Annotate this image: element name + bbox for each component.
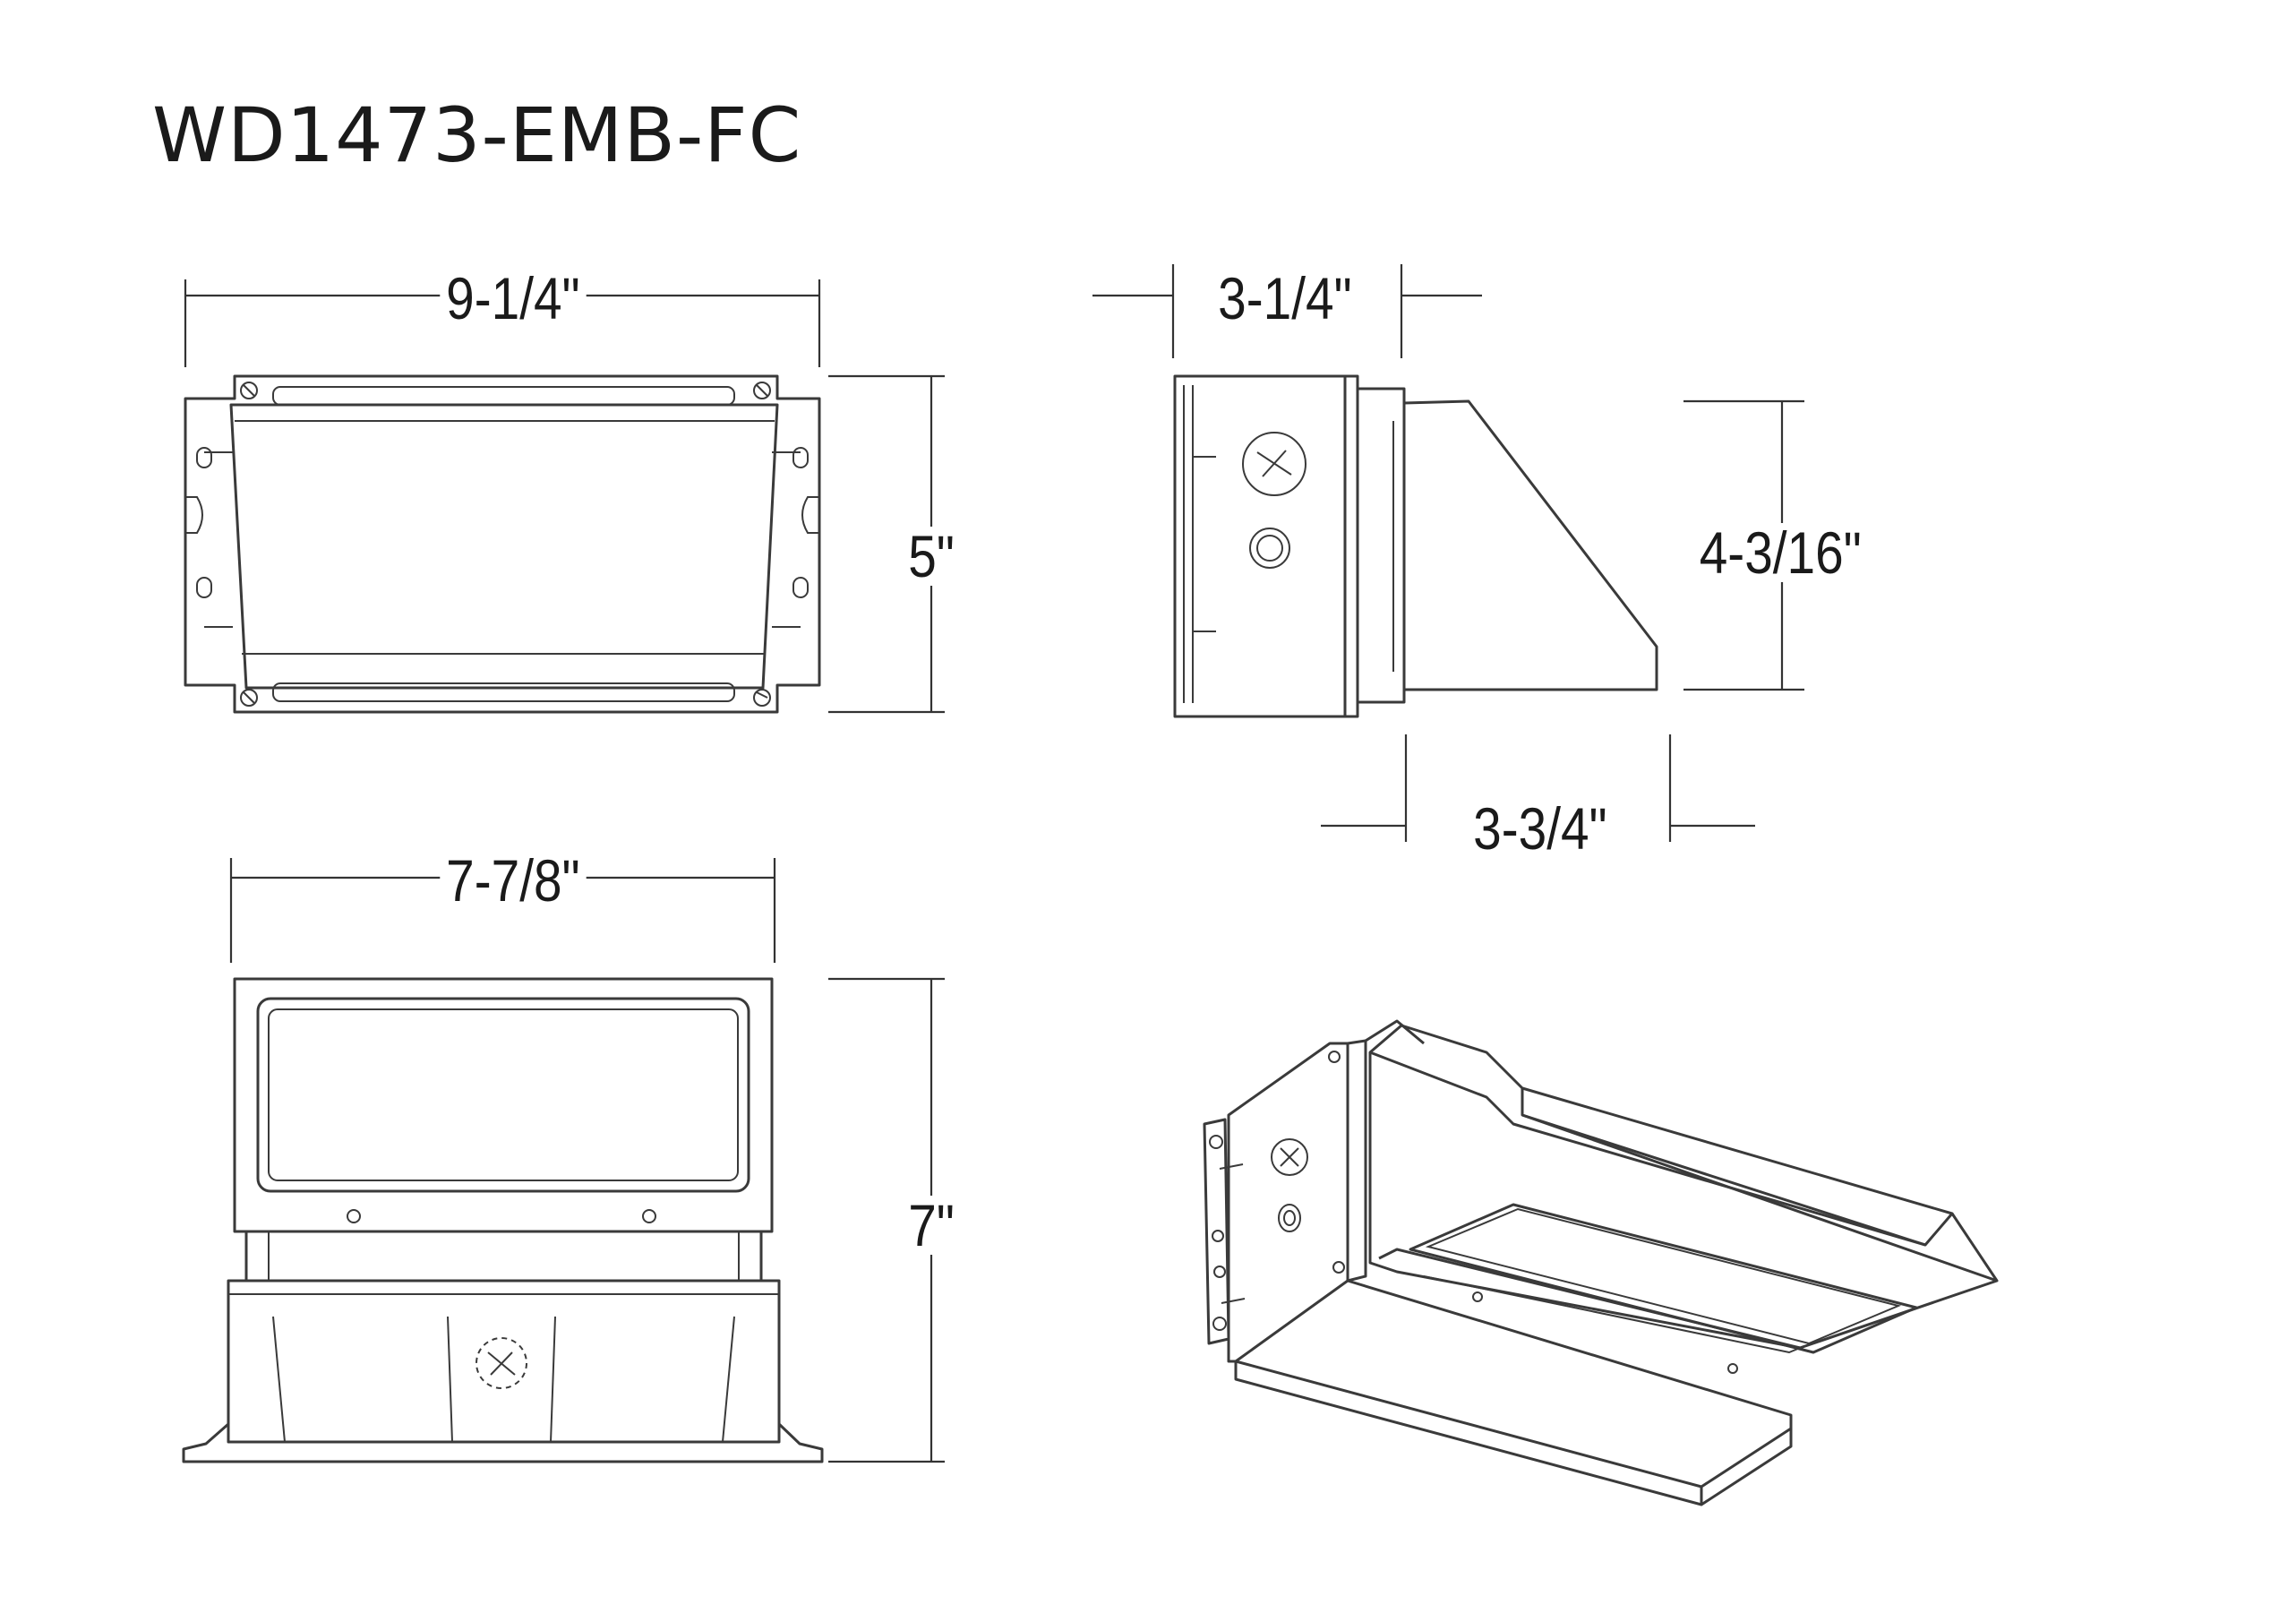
top-junction-box xyxy=(227,1279,781,1444)
side-junction-box xyxy=(1173,374,1347,718)
top-knockout xyxy=(475,1337,527,1389)
side-conduit-port xyxy=(1249,528,1290,569)
top-height-label: 7" xyxy=(902,1196,961,1255)
isometric-view xyxy=(1203,1019,1999,1506)
side-knockout xyxy=(1242,432,1306,496)
side-head xyxy=(1402,399,1658,691)
top-view xyxy=(182,858,945,1463)
front-view xyxy=(184,279,945,714)
model-number-title: WD1473-EMB-FC xyxy=(152,91,802,179)
iso-junction-box xyxy=(1227,1042,1349,1363)
side-box-depth-label: 3-1/4" xyxy=(1212,269,1358,328)
front-housing xyxy=(229,403,779,690)
front-mounting-plate xyxy=(184,374,821,714)
top-head xyxy=(233,977,774,1233)
iso-head xyxy=(1368,1024,1954,1247)
iso-lens xyxy=(1409,1203,1918,1354)
side-view xyxy=(1092,264,1804,842)
front-width-label: 9-1/4" xyxy=(440,269,587,328)
side-head-height-label: 4-3/16" xyxy=(1692,523,1868,582)
front-height-label: 5" xyxy=(902,527,961,586)
side-head-depth-label: 3-3/4" xyxy=(1467,799,1614,858)
top-width-label: 7-7/8" xyxy=(440,851,587,910)
